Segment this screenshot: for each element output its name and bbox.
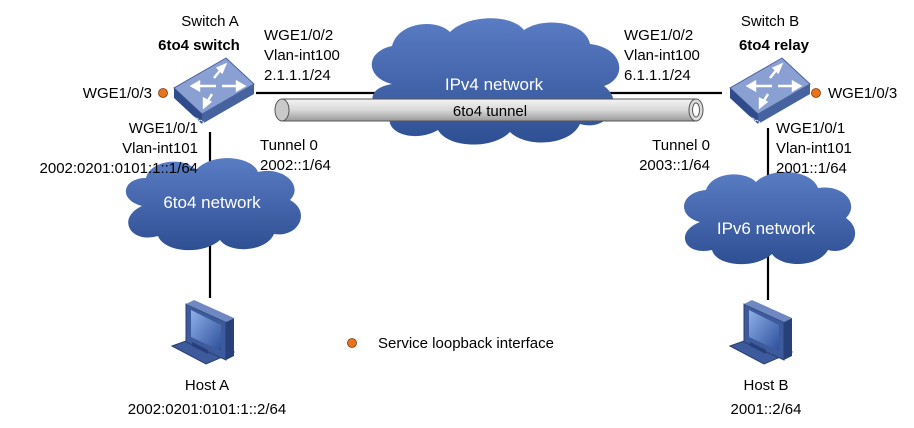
host-a: Host A 2002:0201:0101:1::2/64 [128, 299, 286, 418]
switch-a-name: Switch A [181, 13, 239, 30]
switch-b-ip-top: 6.1.1.1/24 [624, 67, 691, 84]
switch-b-tunnel: Tunnel 0 [652, 137, 710, 154]
switch-a-role: 6to4 switch [158, 37, 240, 54]
switch-a: SWITCH Switch A 6to4 switch WGE1/0/2 Vla… [40, 13, 340, 177]
switch-b-ip-bottom: 2001::1/64 [776, 160, 847, 177]
switch-b-vlan-bottom: Vlan-int101 [776, 140, 852, 157]
host-a-name: Host A [185, 377, 229, 394]
switch-a-tunnel: Tunnel 0 [260, 137, 318, 154]
switch-a-port-top: WGE1/0/2 [264, 27, 333, 44]
legend-label: Service loopback interface [378, 335, 554, 352]
switch-b-name: Switch B [741, 13, 799, 30]
ipv4-network-label: IPv4 network [445, 75, 544, 94]
host-b-ip: 2001::2/64 [731, 401, 802, 418]
switch-b-vlan-top: Vlan-int100 [624, 47, 700, 64]
switch-a-port-bottom: WGE1/0/1 [129, 120, 198, 137]
switch-a-loopback-dot [158, 88, 168, 98]
host-b-icon [729, 299, 793, 365]
sixto4-tunnel-label: 6to4 tunnel [453, 103, 527, 120]
legend-loopback-dot [347, 338, 357, 348]
switch-b-port-top: WGE1/0/2 [624, 27, 693, 44]
switch-a-port-left: WGE1/0/3 [83, 85, 152, 102]
sixto4-tunnel: 6to4 tunnel [274, 98, 704, 122]
switch-a-ip-bottom: 2002:0201:0101:1::1/64 [40, 160, 198, 177]
ipv6-network-label: IPv6 network [717, 219, 816, 238]
legend: Service loopback interface [347, 335, 554, 352]
host-b-name: Host B [743, 377, 788, 394]
host-b: Host B 2001::2/64 [729, 299, 802, 418]
sixto4-network-cloud: 6to4 network [125, 158, 301, 251]
switch-a-vlan-top: Vlan-int100 [264, 47, 340, 64]
host-a-ip: 2002:0201:0101:1::2/64 [128, 401, 286, 418]
switch-b-port-right: WGE1/0/3 [828, 85, 897, 102]
ipv4-network-cloud: IPv4 network [371, 18, 620, 145]
switch-b-tunnel-ip: 2003::1/64 [639, 157, 710, 174]
host-a-icon [171, 299, 235, 365]
switch-b-role: 6to4 relay [739, 37, 810, 54]
sixto4-network-label: 6to4 network [163, 193, 261, 212]
switch-b-port-bottom: WGE1/0/1 [776, 120, 845, 137]
switch-b-loopback-dot [811, 88, 821, 98]
switch-a-vlan-bottom: Vlan-int101 [122, 140, 198, 157]
switch-b: SWITCH Switch B 6to4 relay WGE1/0/2 Vlan… [624, 13, 897, 177]
switch-a-tunnel-ip: 2002::1/64 [260, 157, 331, 174]
ipv6-network-cloud: IPv6 network [684, 171, 856, 265]
switch-a-ip-top: 2.1.1.1/24 [264, 67, 331, 84]
